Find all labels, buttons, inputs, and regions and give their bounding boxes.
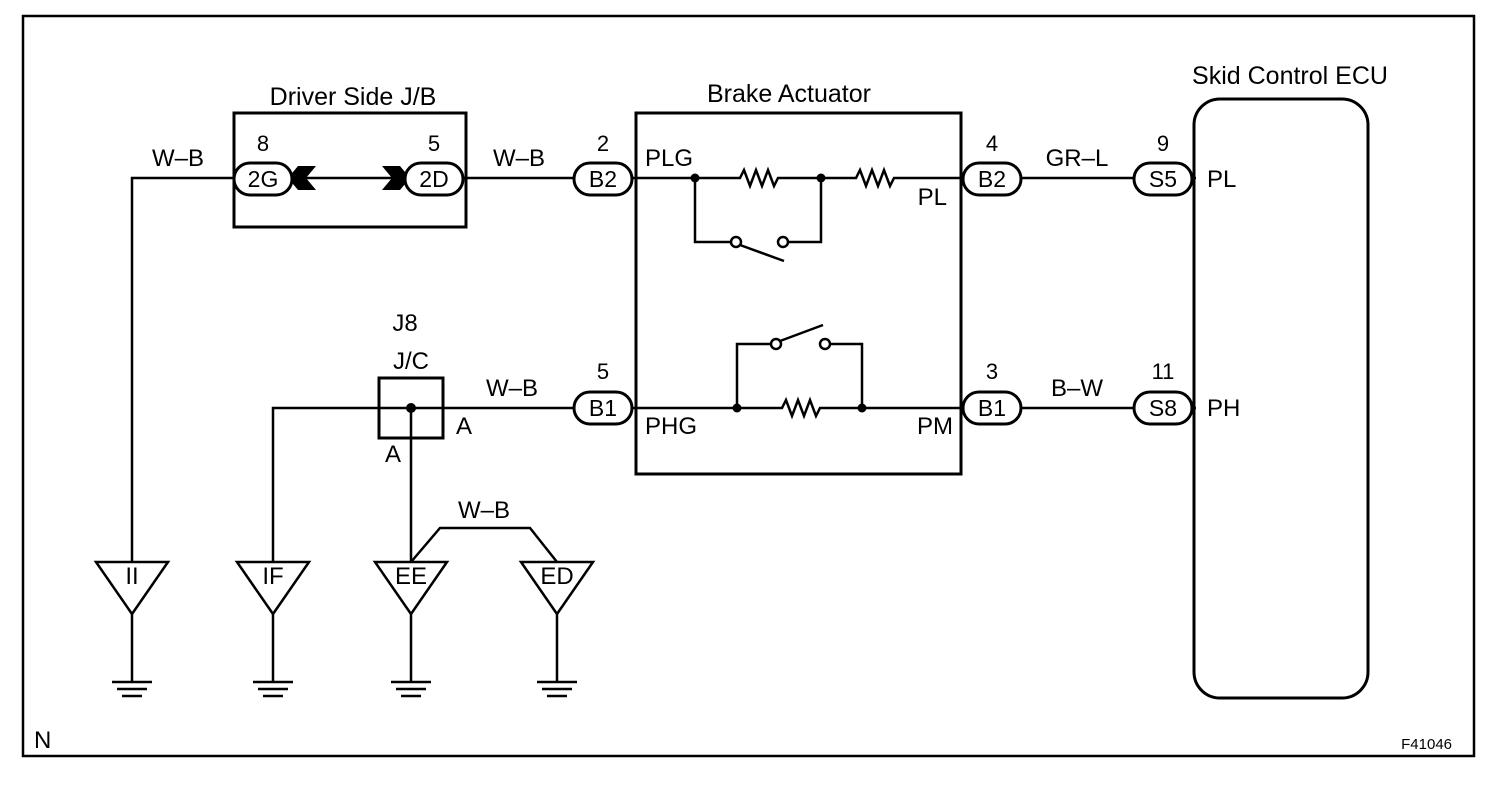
figure-id: F41046 xyxy=(1401,736,1452,753)
skid-ecu-title: Skid Control ECU xyxy=(1192,62,1388,90)
ecu-bottom-pin: 11 xyxy=(1152,359,1175,384)
brake-actuator-title: Brake Actuator xyxy=(707,80,871,108)
jb-left-pin: 8 xyxy=(257,131,269,156)
svg-text:IF: IF xyxy=(262,563,283,590)
corner-label: N xyxy=(34,727,51,754)
wire-label-ground-link: W–B xyxy=(458,497,510,524)
act-out-top-code: B2 xyxy=(978,166,1006,192)
ecu-top-connector xyxy=(1132,161,1194,197)
ecu-terminal-pl: PL xyxy=(1207,166,1236,193)
wire-label-ph: B–W xyxy=(1051,375,1103,402)
act-out-bottom-pin: 3 xyxy=(986,359,998,384)
wire-label-jb-ground: W–B xyxy=(152,145,204,172)
svg-text:ED: ED xyxy=(540,563,573,590)
ecu-bottom-connector xyxy=(1132,390,1194,426)
jb-left-code: 2G xyxy=(248,166,279,192)
terminal-phg: PHG xyxy=(645,413,697,440)
lower-switch-contact-left xyxy=(769,337,783,351)
ground-if: IF xyxy=(234,560,312,698)
jc-terminal-a-bottom: A xyxy=(385,441,401,468)
skid-ecu-box xyxy=(1192,97,1370,700)
jc-name: J/C xyxy=(393,348,429,375)
ground-ee: EE xyxy=(372,560,450,698)
jc-id: J8 xyxy=(392,310,417,337)
ground-ed: ED xyxy=(518,560,596,698)
act-out-bottom-code: B1 xyxy=(978,395,1006,421)
wire-label-jb-to-actuator: W–B xyxy=(493,145,545,172)
ground-ii: II xyxy=(93,560,171,698)
wire-label-pl: GR–L xyxy=(1046,145,1109,172)
act-out-top-pin: 4 xyxy=(986,131,998,156)
driver-jb-box xyxy=(232,111,468,229)
ecu-terminal-ph: PH xyxy=(1207,395,1240,422)
ecu-top-pin: 9 xyxy=(1157,131,1169,156)
act-in-top-pin: 2 xyxy=(597,131,609,156)
upper-switch-contact-left xyxy=(729,235,743,249)
jb-left-arrow xyxy=(288,166,316,190)
ecu-top-code: S5 xyxy=(1149,166,1177,192)
terminal-pl-out: PL xyxy=(918,184,947,211)
svg-text:EE: EE xyxy=(395,563,427,590)
jb-right-pin: 5 xyxy=(428,131,440,156)
act-in-bottom-code: B1 xyxy=(589,395,617,421)
terminal-pm: PM xyxy=(917,413,953,440)
jc-terminal-a-right: A xyxy=(456,413,472,440)
terminal-plg: PLG xyxy=(645,145,693,172)
jb-right-arrow xyxy=(382,166,410,190)
jb-right-code: 2D xyxy=(419,166,448,192)
driver-jb-title: Driver Side J/B xyxy=(270,83,437,111)
wire-label-jc-to-actuator: W–B xyxy=(486,375,538,402)
ecu-bottom-code: S8 xyxy=(1149,395,1177,421)
lower-switch-contact-right xyxy=(818,337,832,351)
svg-text:II: II xyxy=(125,563,138,590)
brake-actuator-box xyxy=(634,111,963,476)
diagram-frame xyxy=(21,14,1476,758)
act-in-bottom-pin: 5 xyxy=(597,359,609,384)
act-in-top-code: B2 xyxy=(589,166,617,192)
upper-switch-contact-right xyxy=(776,235,790,249)
